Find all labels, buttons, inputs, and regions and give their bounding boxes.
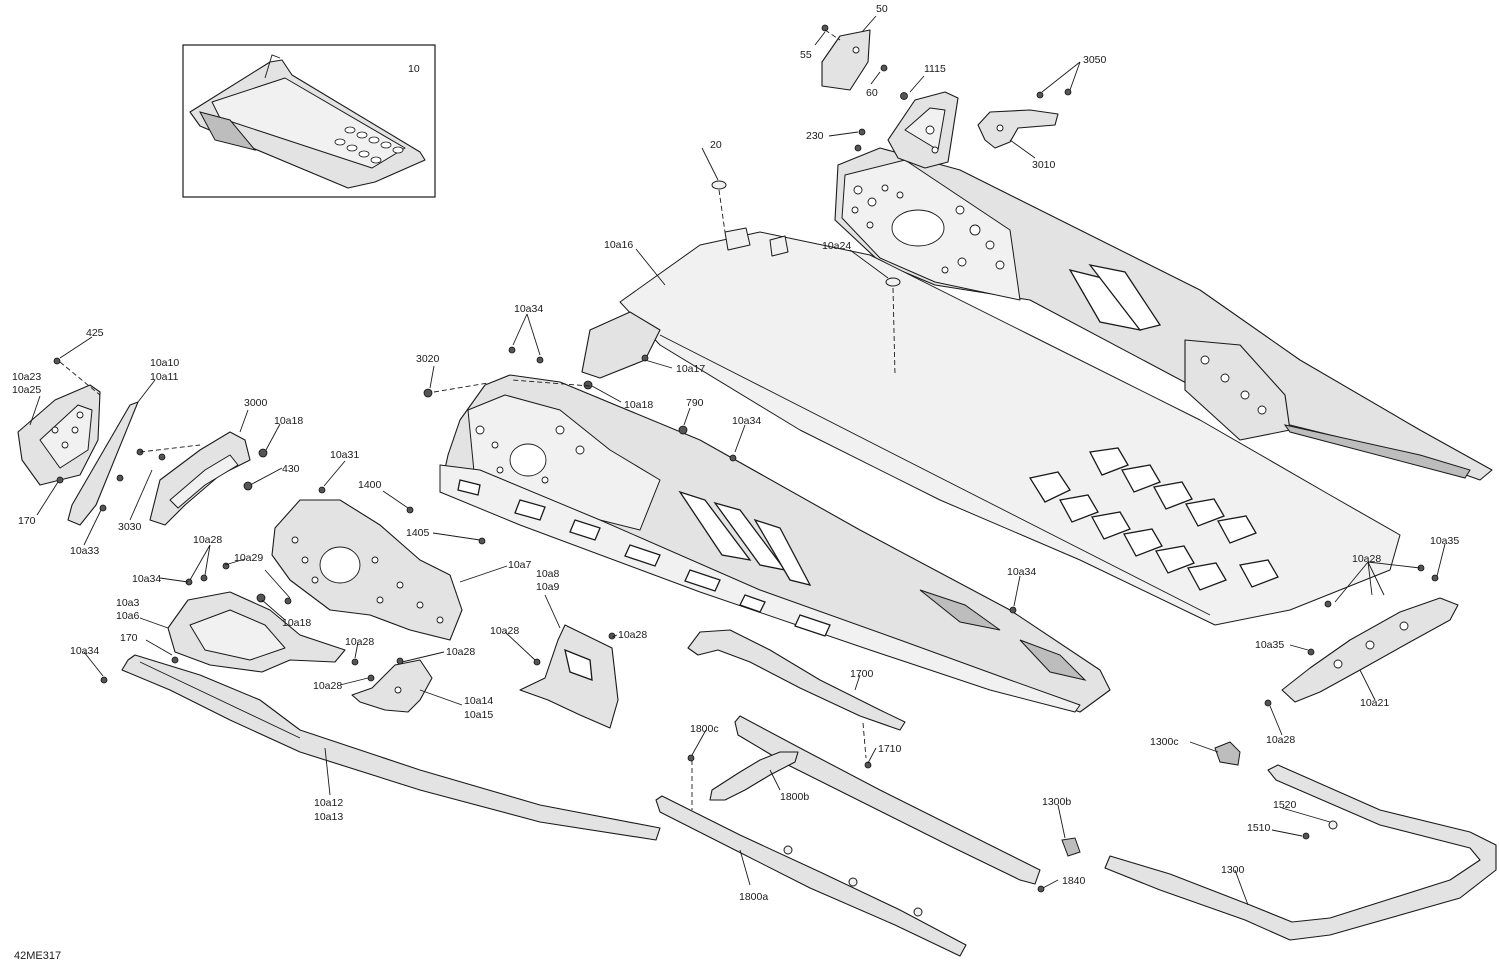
callout-3020: 3020 (416, 353, 440, 365)
callout-10a17: 10a17 (676, 363, 705, 375)
callout-10a15: 10a15 (464, 709, 493, 721)
callout-20: 20 (710, 139, 722, 151)
callout-10a13: 10a13 (314, 811, 343, 823)
callout-10a34-right: 10a34 (1007, 566, 1036, 578)
callout-55: 55 (800, 49, 812, 61)
clip-1300c (1214, 741, 1241, 766)
callout-170-lower: 170 (120, 632, 138, 644)
callout-1520: 1520 (1273, 799, 1297, 811)
callout-425: 425 (86, 327, 104, 339)
leader-lines (29, 15, 1446, 906)
runner-10a12 (121, 654, 661, 841)
callout-labels: 50 55 60 1115 3050 230 3010 10 20 10a16 … (12, 3, 1459, 903)
bracket-3000 (149, 431, 251, 526)
callout-1840: 1840 (1062, 875, 1086, 887)
callout-10a18-lower: 10a18 (282, 617, 311, 629)
callout-10a6: 10a6 (116, 610, 140, 622)
callout-10a31: 10a31 (330, 449, 359, 461)
callout-430: 430 (282, 463, 300, 475)
callout-3010: 3010 (1032, 159, 1056, 171)
callout-60: 60 (866, 87, 878, 99)
callout-10a18-center: 10a18 (624, 399, 653, 411)
callout-10a28-f: 10a28 (313, 680, 342, 692)
callout-10: 10 (408, 63, 420, 75)
inset-complete-chassis (182, 44, 436, 198)
callout-10a28-h: 10a28 (1266, 734, 1295, 746)
callout-1400: 1400 (358, 479, 382, 491)
callout-10a34-top: 10a34 (514, 303, 543, 315)
bracket-10a23 (17, 384, 101, 486)
callout-10a34-left: 10a34 (132, 573, 161, 585)
plate-10a8 (519, 624, 619, 729)
callout-1300: 1300 (1221, 864, 1245, 876)
callout-3000: 3000 (244, 397, 268, 409)
plate-50 (821, 29, 871, 91)
callout-1300b: 1300b (1042, 796, 1071, 808)
clip-1300b (1061, 837, 1081, 857)
rear-crossmember-10a21 (1281, 597, 1459, 703)
callout-10a14: 10a14 (464, 695, 493, 707)
upper-bracket-1115 (887, 91, 959, 169)
bracket-3010 (977, 109, 1059, 149)
callout-10a18-left: 10a18 (274, 415, 303, 427)
callout-10a35-top: 10a35 (1430, 535, 1459, 547)
callout-1800b: 1800b (780, 791, 809, 803)
rail-1800c (734, 715, 1041, 885)
callout-10a3: 10a3 (116, 597, 140, 609)
callout-1700: 1700 (850, 668, 874, 680)
callout-10a28-b: 10a28 (345, 636, 374, 648)
callout-50: 50 (876, 3, 888, 15)
callout-10a24: 10a24 (822, 240, 851, 252)
callout-10a29: 10a29 (234, 552, 263, 564)
callout-10a25: 10a25 (12, 384, 41, 396)
assembly-lines (59, 29, 896, 810)
callout-10a9: 10a9 (536, 581, 560, 593)
callout-170-upper: 170 (18, 515, 36, 527)
left-frame-rail (439, 374, 1111, 713)
tunnel-top-panel (581, 227, 1401, 626)
bar-1700 (687, 629, 906, 731)
callout-10a16: 10a16 (604, 239, 633, 251)
callout-10a35-bottom: 10a35 (1255, 639, 1284, 651)
callout-10a10: 10a10 (150, 357, 179, 369)
callout-1115: 1115 (924, 63, 946, 75)
diagram-reference-code: 42ME317 (14, 950, 62, 962)
callout-10a12: 10a12 (314, 797, 343, 809)
right-frame-rail (834, 147, 1493, 481)
callout-10a8: 10a8 (536, 568, 560, 580)
callout-1710: 1710 (878, 743, 902, 755)
callout-10a23: 10a23 (12, 371, 41, 383)
callout-1800a: 1800a (739, 891, 768, 903)
plate-10a31 (271, 499, 463, 641)
callout-230: 230 (806, 130, 824, 142)
fasteners (53, 24, 1439, 917)
callout-1510: 1510 (1247, 822, 1271, 834)
callout-10a28-g: 10a28 (1352, 553, 1381, 565)
callout-3030: 3030 (118, 521, 142, 533)
callout-10a28-d: 10a28 (490, 625, 519, 637)
callout-790: 790 (686, 397, 704, 409)
callout-10a33: 10a33 (70, 545, 99, 557)
callout-1405: 1405 (406, 527, 430, 539)
lower-support-10a3 (167, 591, 346, 673)
callout-10a28-e: 10a28 (618, 629, 647, 641)
callout-10a34-lower: 10a34 (70, 645, 99, 657)
bracket-10a14 (351, 659, 433, 713)
callout-10a21: 10a21 (1360, 697, 1389, 709)
callout-10a28-a: 10a28 (193, 534, 222, 546)
callout-1800c: 1800c (690, 723, 719, 735)
strap-1800b (709, 751, 799, 801)
rail-1800a (655, 795, 967, 957)
callout-3050: 3050 (1083, 54, 1107, 66)
bumper-1300 (1104, 764, 1497, 941)
callout-1300c: 1300c (1150, 736, 1179, 748)
callout-10a28-c: 10a28 (446, 646, 475, 658)
callout-10a34-mid: 10a34 (732, 415, 761, 427)
callout-10a11: 10a11 (150, 371, 179, 383)
callout-10a7: 10a7 (508, 559, 532, 571)
